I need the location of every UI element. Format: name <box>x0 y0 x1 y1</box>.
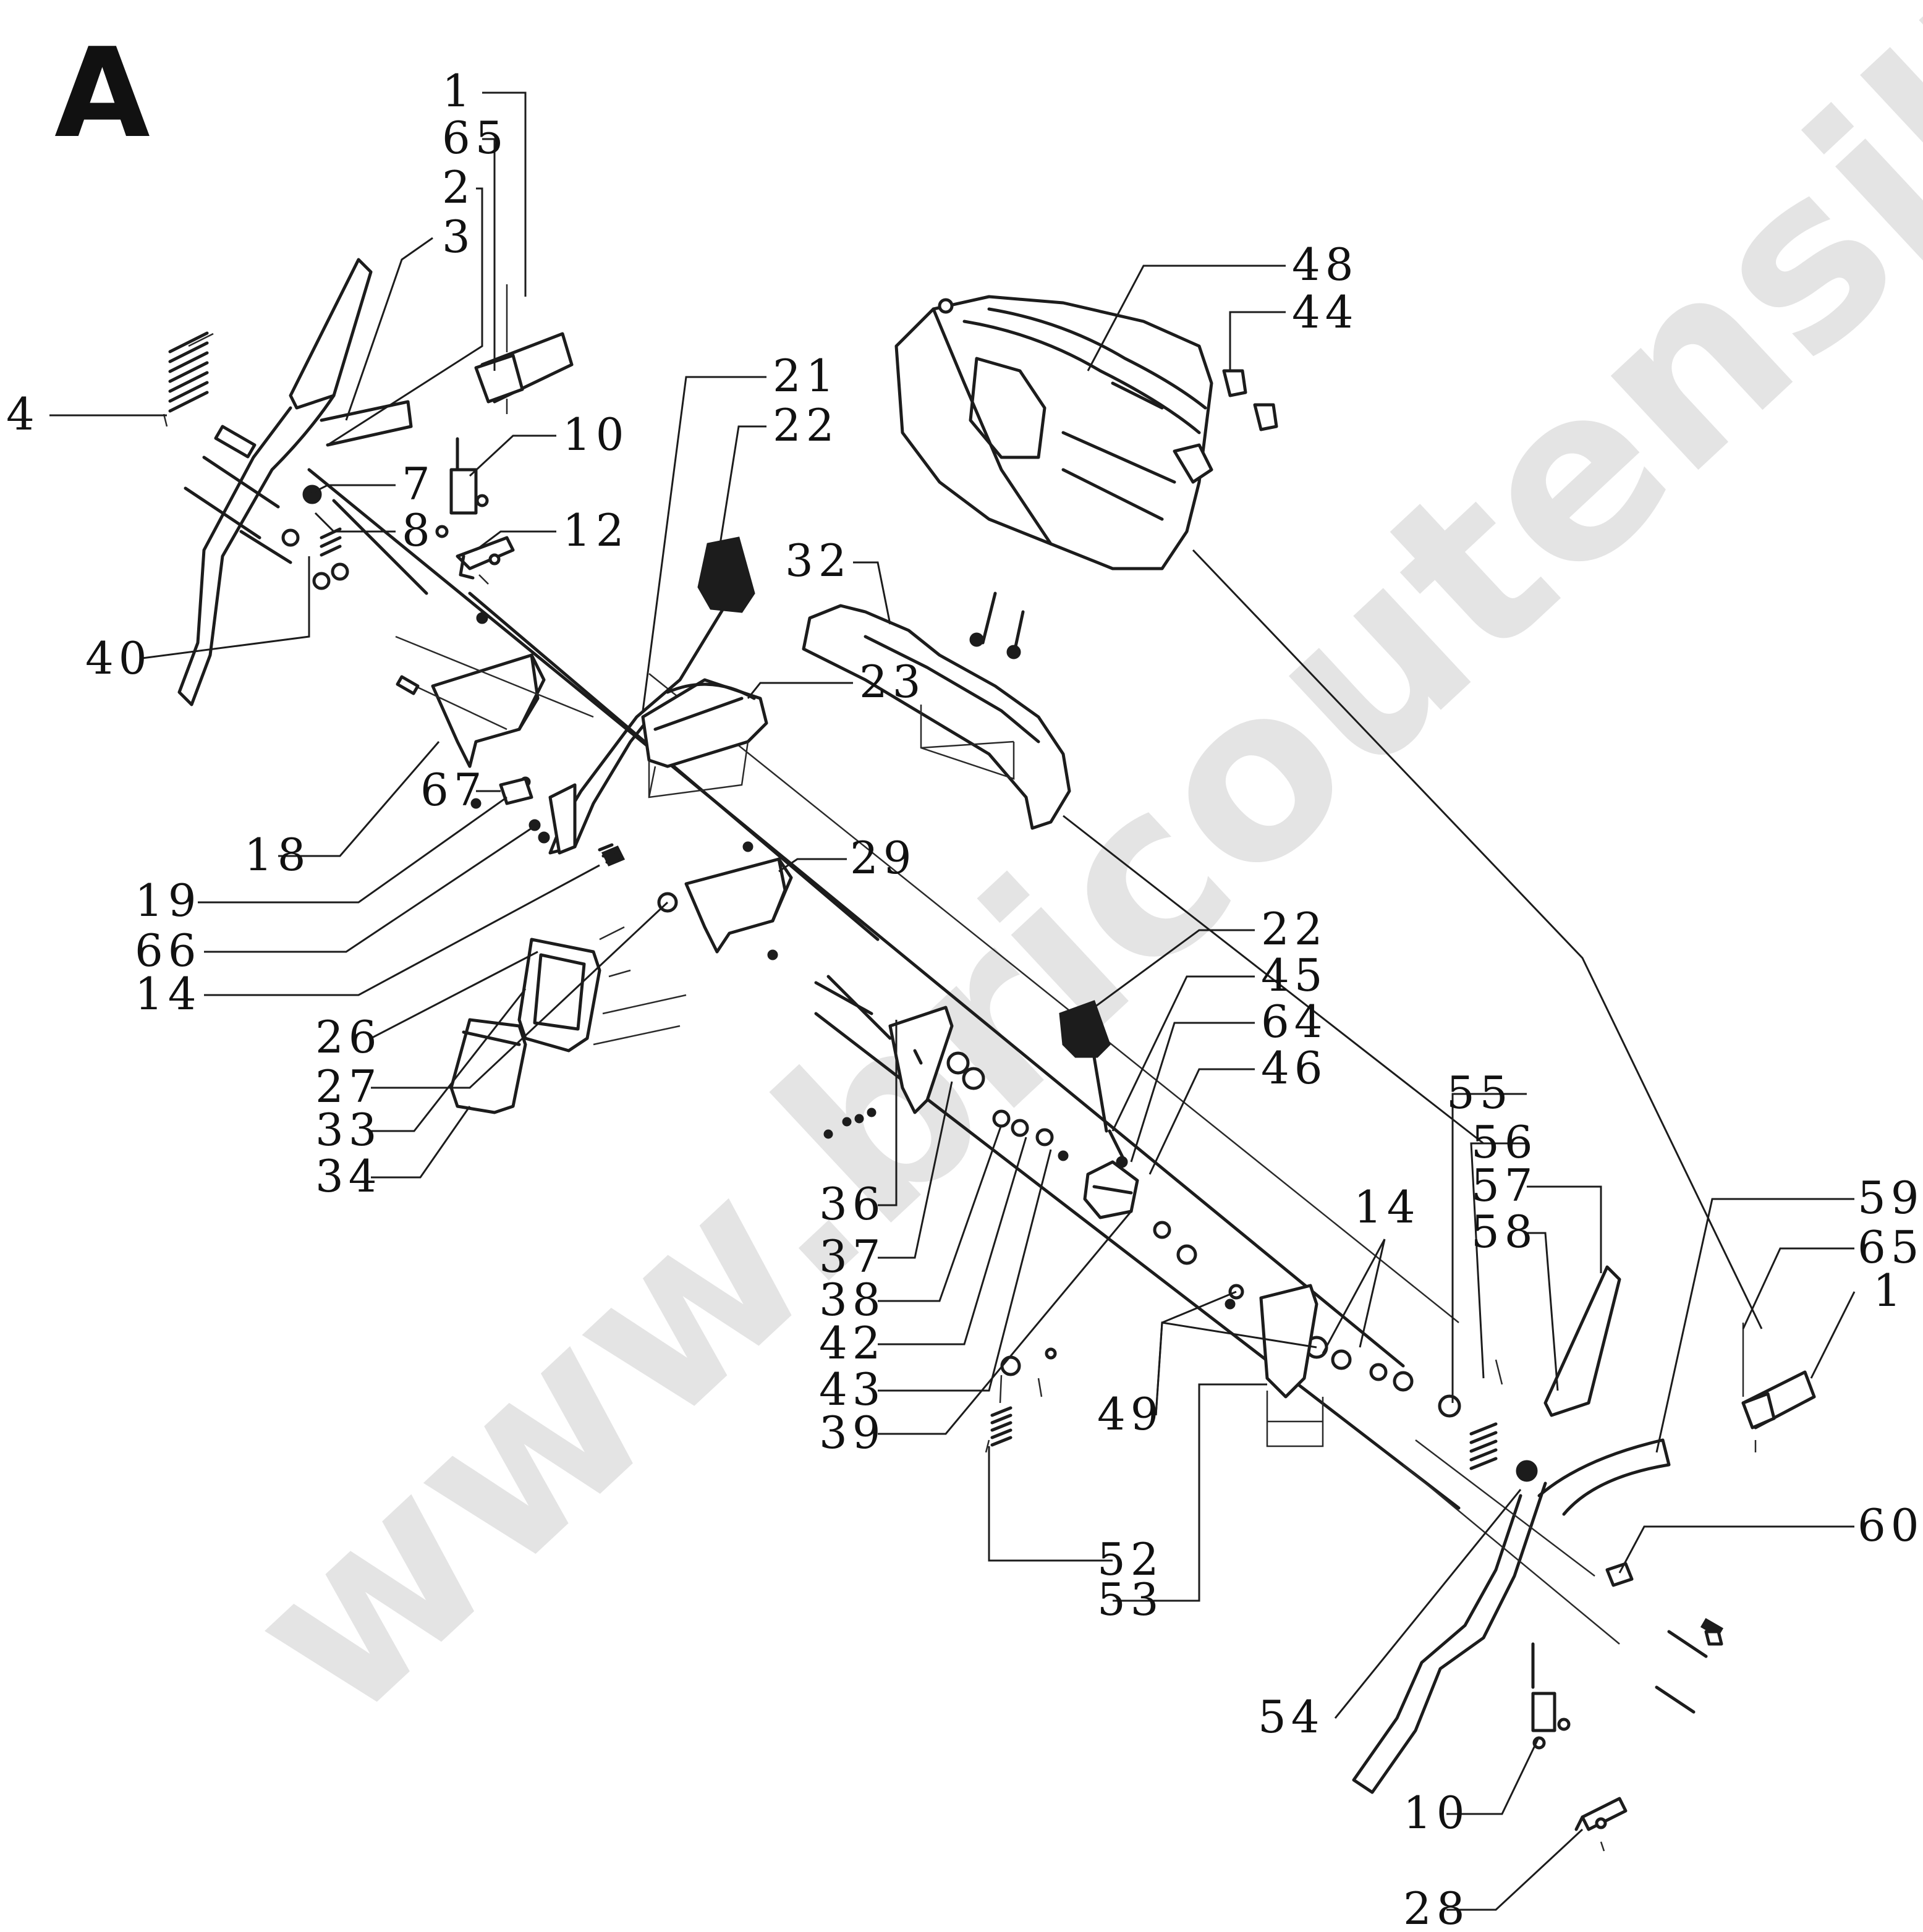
callout-60: 60 <box>1857 1499 1923 1551</box>
callout-42: 42 <box>819 1317 886 1369</box>
headlight <box>449 926 687 1114</box>
callout-38: 38 <box>819 1274 886 1326</box>
callout-28: 28 <box>1403 1883 1470 1932</box>
left-fasteners <box>184 425 428 595</box>
callout-4: 4 <box>6 388 40 440</box>
callout-55: 55 <box>1446 1067 1513 1119</box>
callout-57: 57 <box>1471 1159 1538 1211</box>
callout-27: 27 <box>315 1061 382 1112</box>
control-rod <box>307 468 1461 1510</box>
callout-53: 53 <box>1097 1574 1164 1625</box>
callout-65-upper: 65 <box>442 112 509 164</box>
callout-8: 8 <box>402 504 435 556</box>
callout-29: 29 <box>850 832 917 884</box>
callout-3: 3 <box>442 211 475 263</box>
callout-49: 49 <box>1097 1388 1164 1440</box>
callout-39: 39 <box>819 1407 886 1459</box>
callout-26: 26 <box>315 1011 382 1063</box>
watermark: www.bricoutensili.com <box>197 0 1923 1771</box>
callout-43: 43 <box>819 1363 886 1415</box>
parts-artwork <box>163 258 1816 1852</box>
callout-65-lower: 65 <box>1857 1221 1923 1273</box>
callout-52: 52 <box>1097 1533 1164 1585</box>
callout-22-lower: 22 <box>1261 903 1328 955</box>
left-bracket-plate <box>395 612 594 809</box>
shaft-components <box>946 1051 1069 1161</box>
callout-7: 7 <box>402 458 435 510</box>
right-handlebar <box>1352 1265 1671 1794</box>
long-panel <box>802 604 1071 830</box>
left-handle-grip <box>474 284 574 414</box>
callout-36: 36 <box>819 1178 886 1230</box>
callout-18: 18 <box>244 829 311 881</box>
callout-66: 66 <box>135 925 202 977</box>
engine-cover <box>894 295 1213 570</box>
panel-bolts <box>969 591 1025 659</box>
left-spring <box>163 331 214 427</box>
callout-46: 46 <box>1261 1042 1328 1094</box>
callout-2: 2 <box>442 161 475 213</box>
callout-23: 23 <box>859 656 926 708</box>
lower-lever-bracket <box>1531 1642 1628 1852</box>
callout-40: 40 <box>85 632 152 684</box>
left-handlebar <box>177 258 413 706</box>
upper-lever-bracket <box>435 437 515 585</box>
right-bolts <box>1605 1562 1724 1714</box>
callout-54: 54 <box>1258 1691 1325 1743</box>
right-spring <box>1438 1359 1538 1482</box>
cover-knobs <box>1222 369 1278 431</box>
middle-bracket <box>657 841 793 960</box>
callout-59: 59 <box>1857 1172 1923 1224</box>
callout-14-upper: 14 <box>135 968 202 1020</box>
callout-21: 21 <box>773 350 839 402</box>
dashboard-cover <box>641 678 768 799</box>
callout-33: 33 <box>315 1104 382 1156</box>
callout-45: 45 <box>1261 949 1328 1001</box>
callout-10-upper: 10 <box>562 409 629 460</box>
callout-67: 67 <box>420 764 487 816</box>
callout-44: 44 <box>1292 286 1359 338</box>
small-clips-left <box>499 777 550 844</box>
callout-58: 58 <box>1471 1206 1538 1258</box>
callout-labels: 1 65 2 3 4 10 7 8 12 40 21 22 48 44 32 2… <box>6 65 1923 1932</box>
callout-10-lower: 10 <box>1403 1787 1470 1839</box>
callout-12: 12 <box>562 504 629 556</box>
callout-22-upper: 22 <box>773 399 839 451</box>
lower-bracket <box>1259 1284 1324 1447</box>
right-handle-grip <box>1741 1323 1816 1452</box>
callout-19: 19 <box>135 875 202 926</box>
callout-48: 48 <box>1292 239 1359 290</box>
callout-1-lower: 1 <box>1873 1265 1906 1316</box>
leader-lines <box>49 91 1856 1911</box>
callout-34: 34 <box>315 1150 382 1202</box>
center-bracket-plate <box>814 975 954 1139</box>
callout-14-lower: 14 <box>1354 1181 1420 1233</box>
left-small-spring <box>598 843 626 866</box>
callout-64: 64 <box>1261 996 1328 1048</box>
lower-shaft-washers <box>1153 1221 1414 1392</box>
callout-56: 56 <box>1471 1116 1538 1168</box>
left-shift-lever <box>548 536 755 855</box>
callout-37: 37 <box>819 1231 886 1282</box>
section-label: A <box>54 22 150 166</box>
callout-1-upper: 1 <box>442 65 475 117</box>
callout-32: 32 <box>785 535 852 587</box>
